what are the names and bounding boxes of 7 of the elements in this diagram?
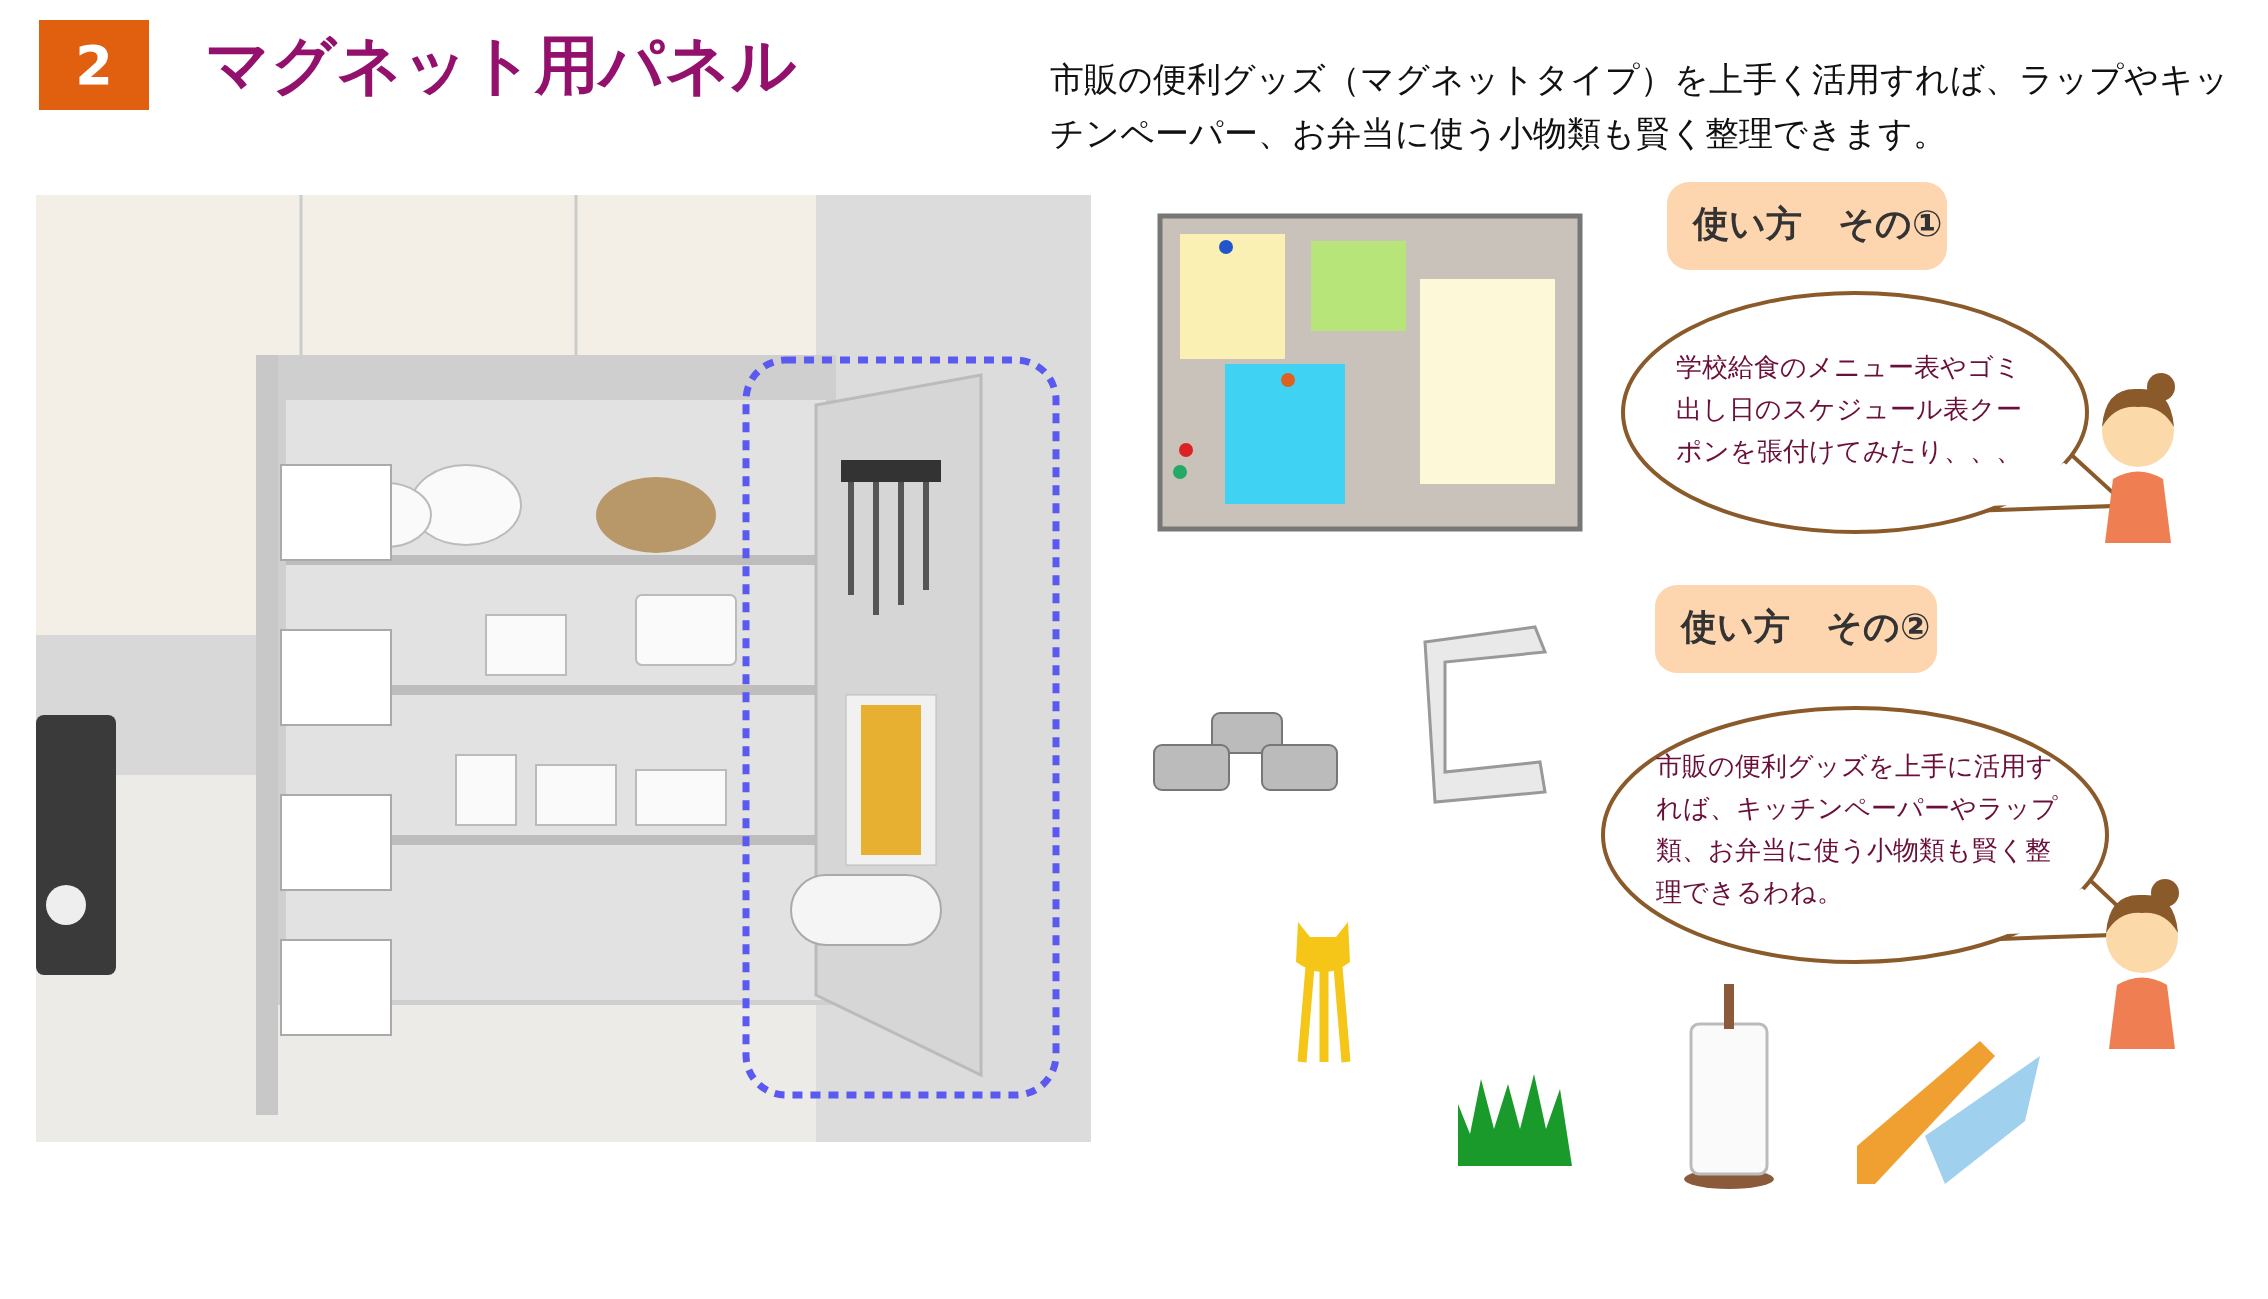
- intro-text: 市販の便利グッズ（マグネットタイプ）を上手く活用すれば、ラップやキッチンペーパー、お弁当に使う小物類も賢く整理できます。: [1050, 58, 2230, 155]
- speech-text: 市販の便利グッズを上手に活用すれば、キッチンペーパーやラップ類、お弁当に使う小物類も賢く整理できるわね。: [1656, 750, 2059, 909]
- page-title: マグネット用パネル: [205, 27, 797, 104]
- number-badge: 2: [39, 20, 149, 110]
- heading-tab: 使い方 その②: [1655, 585, 1937, 673]
- speech-text: 学校給食のメニュー表やゴミ出し日のスケジュール表クーポンを張付けてみたり、、、: [1676, 351, 2023, 468]
- heading-tab: 使い方 その①: [1667, 182, 1947, 270]
